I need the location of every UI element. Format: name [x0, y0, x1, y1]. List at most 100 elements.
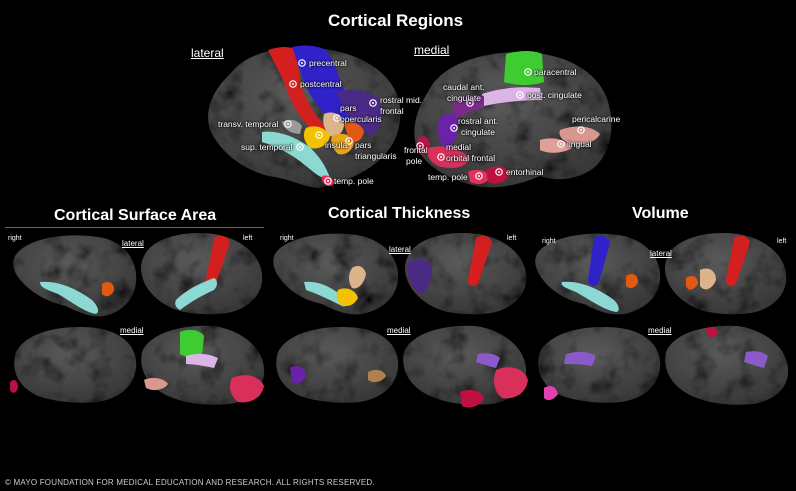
cortex-shape — [276, 327, 399, 403]
label-frontal-pole-2: pole — [406, 156, 423, 166]
marker-lingual — [557, 140, 565, 148]
marker-caudal-ant-cingulate — [466, 99, 474, 107]
marker-rostral-ant-cingulate — [450, 124, 458, 132]
csa-left-medial — [141, 325, 265, 405]
entorhinal-region — [460, 390, 484, 408]
vol-left-lateral — [665, 232, 787, 315]
marker-precentral — [298, 59, 306, 67]
side-right-vol: right — [542, 238, 556, 245]
cortex-shape — [273, 233, 399, 315]
label-temp-pole-medial: temp. pole — [428, 172, 468, 182]
paracentral-region — [706, 327, 718, 338]
cortex-shape — [405, 232, 527, 315]
marker-entorhinal — [495, 168, 503, 176]
cortex-shape — [13, 235, 137, 317]
marker-pars-opercularis — [333, 114, 341, 122]
rostral-ant-cingulate-region — [438, 113, 458, 150]
side-right-ct: right — [280, 235, 294, 242]
sup-temporal-region — [175, 278, 217, 310]
marker-insula — [315, 131, 323, 139]
label-temp-pole: temp. pole — [334, 176, 374, 186]
frontal-pole-region — [10, 380, 18, 393]
side-left-vol: left — [777, 238, 787, 245]
section-title-surface-area: Cortical Surface Area — [54, 207, 217, 224]
ct-left-medial — [403, 325, 528, 408]
label-rostral-mid-frontal-1: rostral mid. — [380, 95, 423, 105]
cortex-shape — [665, 325, 789, 405]
label-rostral-ant-cingulate-2: cingulate — [461, 127, 496, 137]
sup-temporal-region — [262, 131, 330, 179]
label-post-cingulate: post. cingulate — [527, 90, 582, 100]
ct-left-lateral — [405, 232, 527, 315]
label-sup-temporal: sup. temporal — [241, 142, 293, 152]
sup-temporal-region — [40, 281, 99, 314]
label-paracentral: paracentral — [534, 67, 577, 77]
top-lateral-brain — [208, 45, 401, 189]
ct-right-medial — [276, 327, 399, 403]
label-precentral: precentral — [309, 58, 347, 68]
label-pars-triangularis-2: triangularis — [355, 151, 397, 161]
cortex-shape — [538, 327, 661, 403]
label-medial-orbital-frontal-1: medial — [446, 142, 472, 152]
side-right-csa: right — [8, 235, 22, 242]
post-cingulate-region — [186, 353, 218, 368]
pars-opercularis-region — [323, 112, 344, 137]
label-rostral-ant-cingulate-1: rostral ant. — [458, 116, 499, 126]
label-insula: insula — [325, 140, 348, 150]
marker-sup-temporal — [296, 143, 304, 151]
view-medial-ct: medial — [387, 326, 411, 335]
label-medial-orbital-frontal-2: orbital frontal — [446, 153, 496, 163]
section-divider — [5, 227, 264, 228]
vol-right-lateral — [535, 233, 661, 315]
view-lateral-vol: lateral — [650, 249, 672, 258]
post-cingulate-region — [564, 351, 596, 366]
view-medial-csa: medial — [120, 326, 144, 335]
view-label-lateral: lateral — [191, 46, 224, 60]
precentral-region — [726, 235, 750, 287]
marker-frontal-pole — [416, 142, 424, 150]
transv-temporal-region — [282, 119, 302, 134]
marker-post-cingulate — [516, 91, 524, 99]
marker-temp-pole — [324, 177, 332, 185]
orange-region — [626, 274, 638, 289]
label-lingual: lingual — [567, 139, 592, 149]
pars-opercularis-region — [349, 266, 366, 289]
postcentral-region — [588, 235, 610, 287]
rostral-mid-frontal-region — [407, 258, 432, 294]
medial-orbital-frontal-region — [427, 146, 470, 168]
view-medial-vol: medial — [648, 326, 672, 335]
csa-right-lateral — [13, 235, 137, 317]
precentral-region — [468, 235, 492, 287]
precentral-region — [206, 235, 230, 287]
label-entorhinal: entorhinal — [506, 167, 544, 177]
medial-orbital-frontal-region — [230, 375, 264, 403]
rostral-ant-cingulate-region — [290, 366, 306, 384]
marker-postcentral — [289, 80, 297, 88]
pericalcarine-region — [368, 369, 386, 383]
view-lateral-ct: lateral — [389, 245, 411, 254]
cortex-shape — [141, 232, 263, 315]
caudal-ant-cingulate-region — [452, 95, 484, 120]
label-postcentral: postcentral — [300, 79, 342, 89]
marker-pars-triangularis — [345, 137, 353, 145]
label-transv-temporal: transv. temporal — [218, 119, 279, 129]
top-medial-brain — [414, 51, 612, 188]
label-frontal-pole-1: frontal — [404, 145, 428, 155]
label-caudal-ant-cingulate-2: cingulate — [447, 93, 482, 103]
pars-opercularis-region — [700, 268, 716, 290]
paracentral-region — [180, 329, 204, 358]
label-pericalcarine: pericalcarine — [572, 114, 621, 124]
vol-left-medial — [665, 325, 789, 405]
side-left-ct: left — [507, 235, 517, 242]
insula-region — [336, 288, 358, 306]
section-title-volume: Volume — [632, 205, 689, 222]
orange-region — [102, 282, 114, 297]
csa-right-medial — [10, 327, 137, 403]
copyright-notice: © MAYO FOUNDATION FOR MEDICAL EDUCATION … — [5, 478, 375, 487]
orange-region — [686, 276, 698, 290]
marker-transv-temporal — [284, 120, 292, 128]
side-left-csa: left — [243, 235, 253, 242]
vol-right-medial — [538, 327, 661, 403]
